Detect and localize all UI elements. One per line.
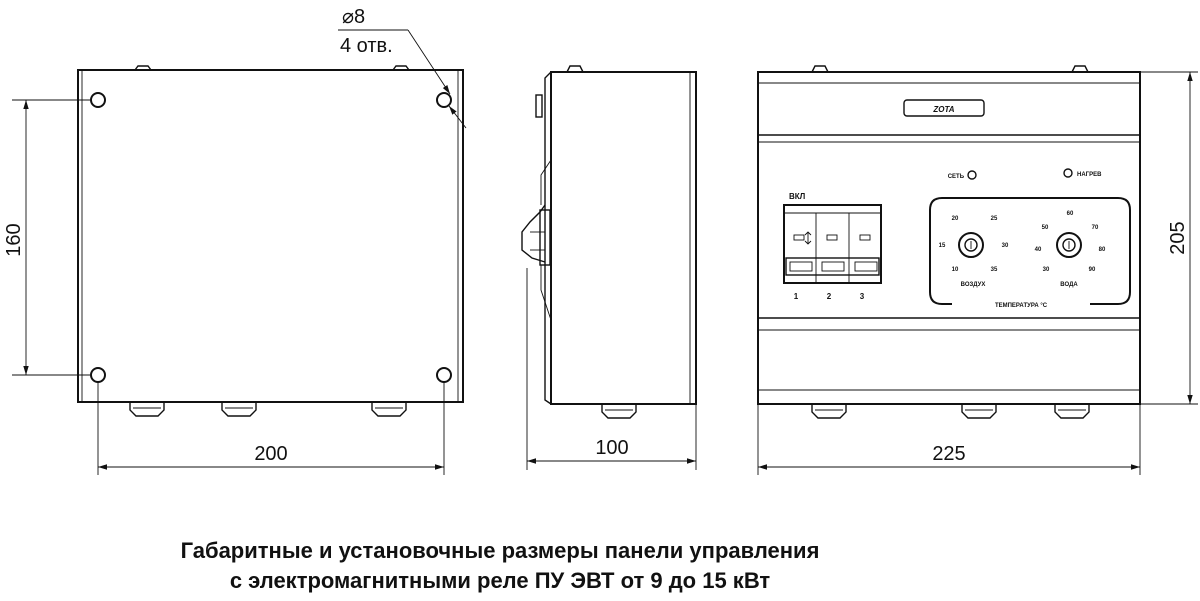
- pole-label-2: 2: [827, 292, 832, 301]
- temperature-frame: [929, 197, 1131, 305]
- water-scale-50: 50: [1042, 225, 1049, 231]
- network-label: СЕТЬ: [948, 174, 965, 180]
- water-scale-80: 80: [1099, 247, 1106, 253]
- air-temperature-knob[interactable]: [958, 232, 984, 258]
- hole-count-label: 4 отв.: [340, 35, 393, 57]
- air-scale-15: 15: [939, 243, 946, 249]
- heating-indicator-icon: [1063, 168, 1073, 178]
- back-plate-outline: [77, 69, 464, 403]
- caption-line-1: Габаритные и установочные размеры панели…: [180, 538, 820, 563]
- pole-label-1: 1: [794, 292, 799, 301]
- dim-160-label: 160: [3, 223, 25, 256]
- mount-hole-top-right: [436, 92, 452, 108]
- back-plate-view: 160 200 ⌀8 4 отв.: [3, 6, 467, 475]
- water-scale-30: 30: [1043, 267, 1050, 273]
- mount-hole-top-left: [90, 92, 106, 108]
- hole-diameter-label: ⌀8: [342, 6, 365, 28]
- dim-225-label: 225: [932, 443, 965, 465]
- pole-label-3: 3: [860, 292, 865, 301]
- water-scale-90: 90: [1089, 267, 1096, 273]
- brand-logo: ZOTA: [932, 105, 954, 114]
- circuit-breaker: [783, 204, 882, 284]
- dim-200-label: 200: [254, 443, 287, 465]
- network-indicator-icon: [967, 170, 977, 180]
- air-label: ВОЗДУХ: [961, 282, 986, 288]
- air-scale-35: 35: [991, 267, 998, 273]
- mount-hole-bottom-right: [436, 367, 452, 383]
- switch-label: ВКЛ: [789, 192, 806, 201]
- cable-glands-front: [129, 402, 407, 417]
- side-body-outline: [550, 71, 697, 405]
- water-scale-60: 60: [1067, 211, 1074, 217]
- panel-outline: [757, 71, 1141, 405]
- dim-205-label: 205: [1167, 221, 1189, 254]
- air-scale-25: 25: [991, 216, 998, 222]
- mount-hole-bottom-left: [90, 367, 106, 383]
- logo-badge: [903, 99, 985, 117]
- air-scale-20: 20: [952, 216, 959, 222]
- caption-line-2: с электромагнитными реле ПУ ЭВТ от 9 до …: [229, 568, 771, 593]
- water-scale-40: 40: [1035, 247, 1042, 253]
- panel-front-view: ZOTA СЕТЬ НАГРЕВ ВКЛ 1 2 3 ТЕМПЕРАТУРА °…: [757, 65, 1198, 475]
- water-temperature-knob[interactable]: [1056, 232, 1082, 258]
- water-scale-70: 70: [1092, 225, 1099, 231]
- temperature-label: ТЕМПЕРАТУРА °С: [995, 303, 1048, 309]
- technical-drawing: 160 200 ⌀8 4 отв. 100: [3, 6, 1198, 475]
- dim-100-label: 100: [595, 437, 628, 459]
- heating-label: НАГРЕВ: [1077, 172, 1102, 178]
- water-label: ВОДА: [1060, 282, 1078, 288]
- figure-caption: Габаритные и установочные размеры панели…: [0, 536, 1000, 596]
- side-view: 100: [521, 65, 697, 470]
- air-scale-10: 10: [952, 267, 959, 273]
- air-scale-30: 30: [1002, 243, 1009, 249]
